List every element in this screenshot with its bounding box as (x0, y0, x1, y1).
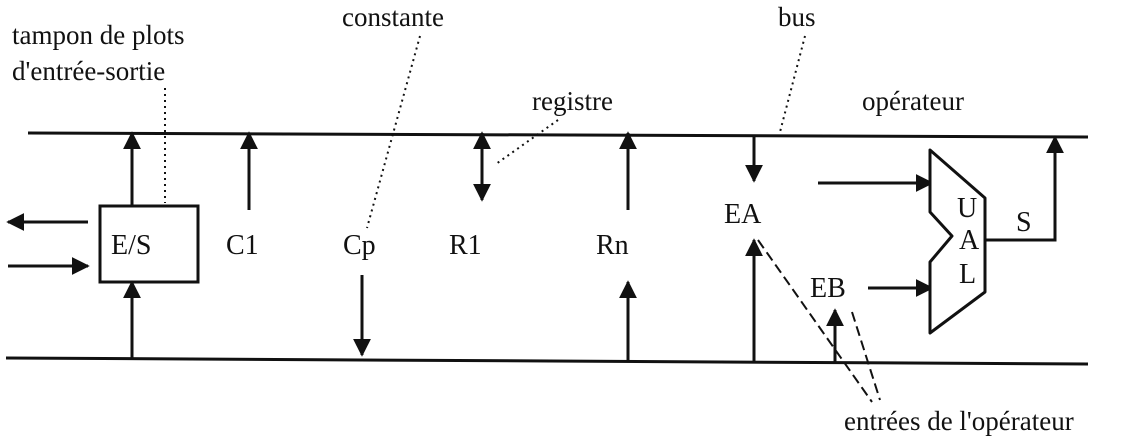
operateur-label: opérateur (862, 86, 964, 116)
alu-shape (928, 148, 987, 335)
registre-dotted-leader (495, 119, 559, 165)
constante-label: constante (342, 2, 444, 32)
registre-label: registre (532, 86, 613, 116)
r1-label: R1 (449, 230, 482, 261)
alu-u-label: U (957, 193, 977, 224)
dashed-pointer-eb (851, 311, 881, 401)
tampon-label-line2: d'entrée-sortie (12, 56, 165, 86)
entrees-label: entrées de l'opérateur (844, 406, 1074, 436)
top-bus-line (27, 131, 1089, 139)
alu-a-label: A (959, 225, 980, 256)
alu-output-line (985, 135, 1064, 242)
bottom-bus-line (5, 356, 1089, 366)
c1-label: C1 (226, 230, 259, 261)
alu-l-label: L (959, 259, 976, 290)
bus-dotted-leader (779, 35, 806, 133)
tampon-label-line1: tampon de plots (12, 20, 184, 50)
rn-label: Rn (596, 230, 629, 261)
cp-label: Cp (343, 230, 376, 261)
bus-label: bus (778, 2, 816, 32)
es-label: E/S (111, 230, 151, 261)
ea-label: EA (724, 199, 762, 230)
dashed-pointer-ea (757, 239, 873, 403)
s-label: S (1016, 207, 1032, 238)
eb-label: EB (810, 273, 846, 304)
constante-dotted-leader (366, 35, 421, 229)
es-box (98, 204, 200, 284)
